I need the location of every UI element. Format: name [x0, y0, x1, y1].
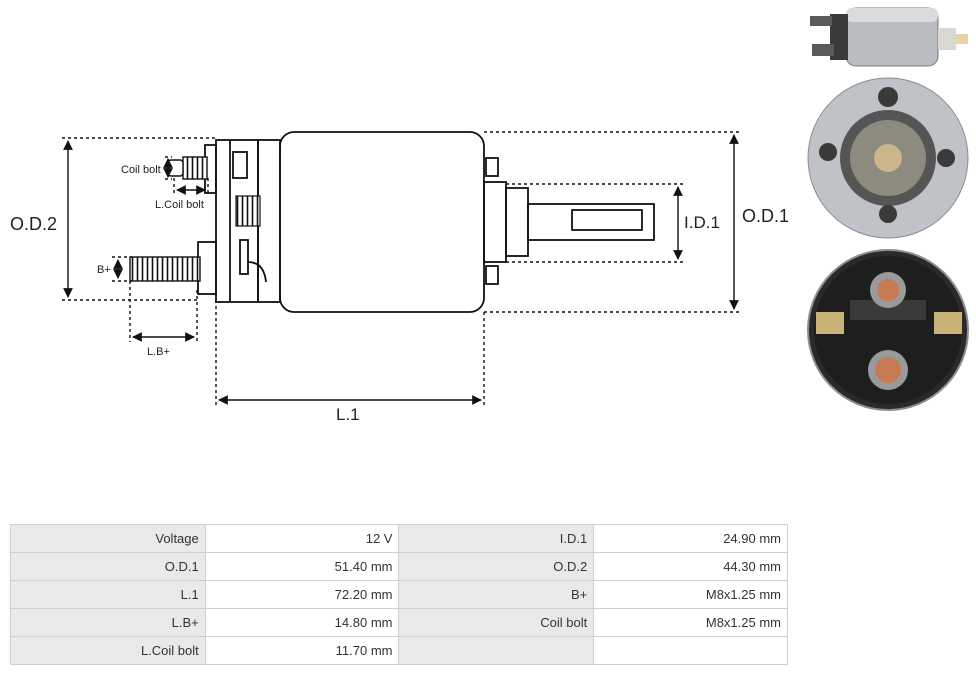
spec-value: 12 V — [204, 524, 400, 553]
solenoid-outline — [197, 131, 655, 313]
spec-label: I.D.1 — [398, 524, 595, 553]
spec-label: O.D.2 — [398, 552, 595, 581]
coil-bolt-thread — [182, 156, 208, 180]
dimension-arrows — [63, 134, 739, 405]
label-coil-bolt: Coil bolt — [121, 164, 161, 176]
spec-value: 14.80 mm — [204, 608, 400, 637]
coil-bolt-head — [167, 159, 184, 177]
label-l1: L.1 — [336, 405, 360, 424]
spec-value: 51.40 mm — [204, 552, 400, 581]
label-id1: I.D.1 — [684, 213, 720, 232]
label-b-plus: B+ — [97, 264, 111, 276]
spec-value: M8x1.25 mm — [593, 580, 788, 609]
spec-label — [398, 636, 595, 665]
spec-label: L.Coil bolt — [10, 636, 206, 665]
label-l-b-plus: L.B+ — [147, 346, 170, 358]
spec-value — [593, 636, 788, 665]
spec-label: L.B+ — [10, 608, 206, 637]
spec-value: 24.90 mm — [593, 524, 788, 553]
extension-lines — [62, 131, 742, 405]
spec-label: Voltage — [10, 524, 206, 553]
spec-value: 72.20 mm — [204, 580, 400, 609]
product-photos — [807, 7, 969, 411]
spec-label: O.D.1 — [10, 552, 206, 581]
solenoid-front-face — [807, 77, 969, 239]
label-od2: O.D.2 — [10, 214, 57, 234]
spec-label: L.1 — [10, 580, 206, 609]
solenoid-dimension-diagram: O.D.2 O.D.1 I.D.1 L.1 Coil bolt L.Coil b… — [10, 131, 789, 424]
solenoid-side-view — [810, 7, 968, 67]
inner-thread — [235, 195, 261, 227]
label-od1: O.D.1 — [742, 206, 789, 226]
spec-value: 11.70 mm — [204, 636, 400, 665]
solenoid-terminal-face — [807, 249, 969, 411]
spec-value: M8x1.25 mm — [593, 608, 788, 637]
spec-label: B+ — [398, 580, 595, 609]
spec-value: 44.30 mm — [593, 552, 788, 581]
b-plus-bolt-thread — [129, 256, 201, 282]
spec-label: Coil bolt — [398, 608, 595, 637]
label-l-coil-bolt: L.Coil bolt — [155, 199, 204, 211]
